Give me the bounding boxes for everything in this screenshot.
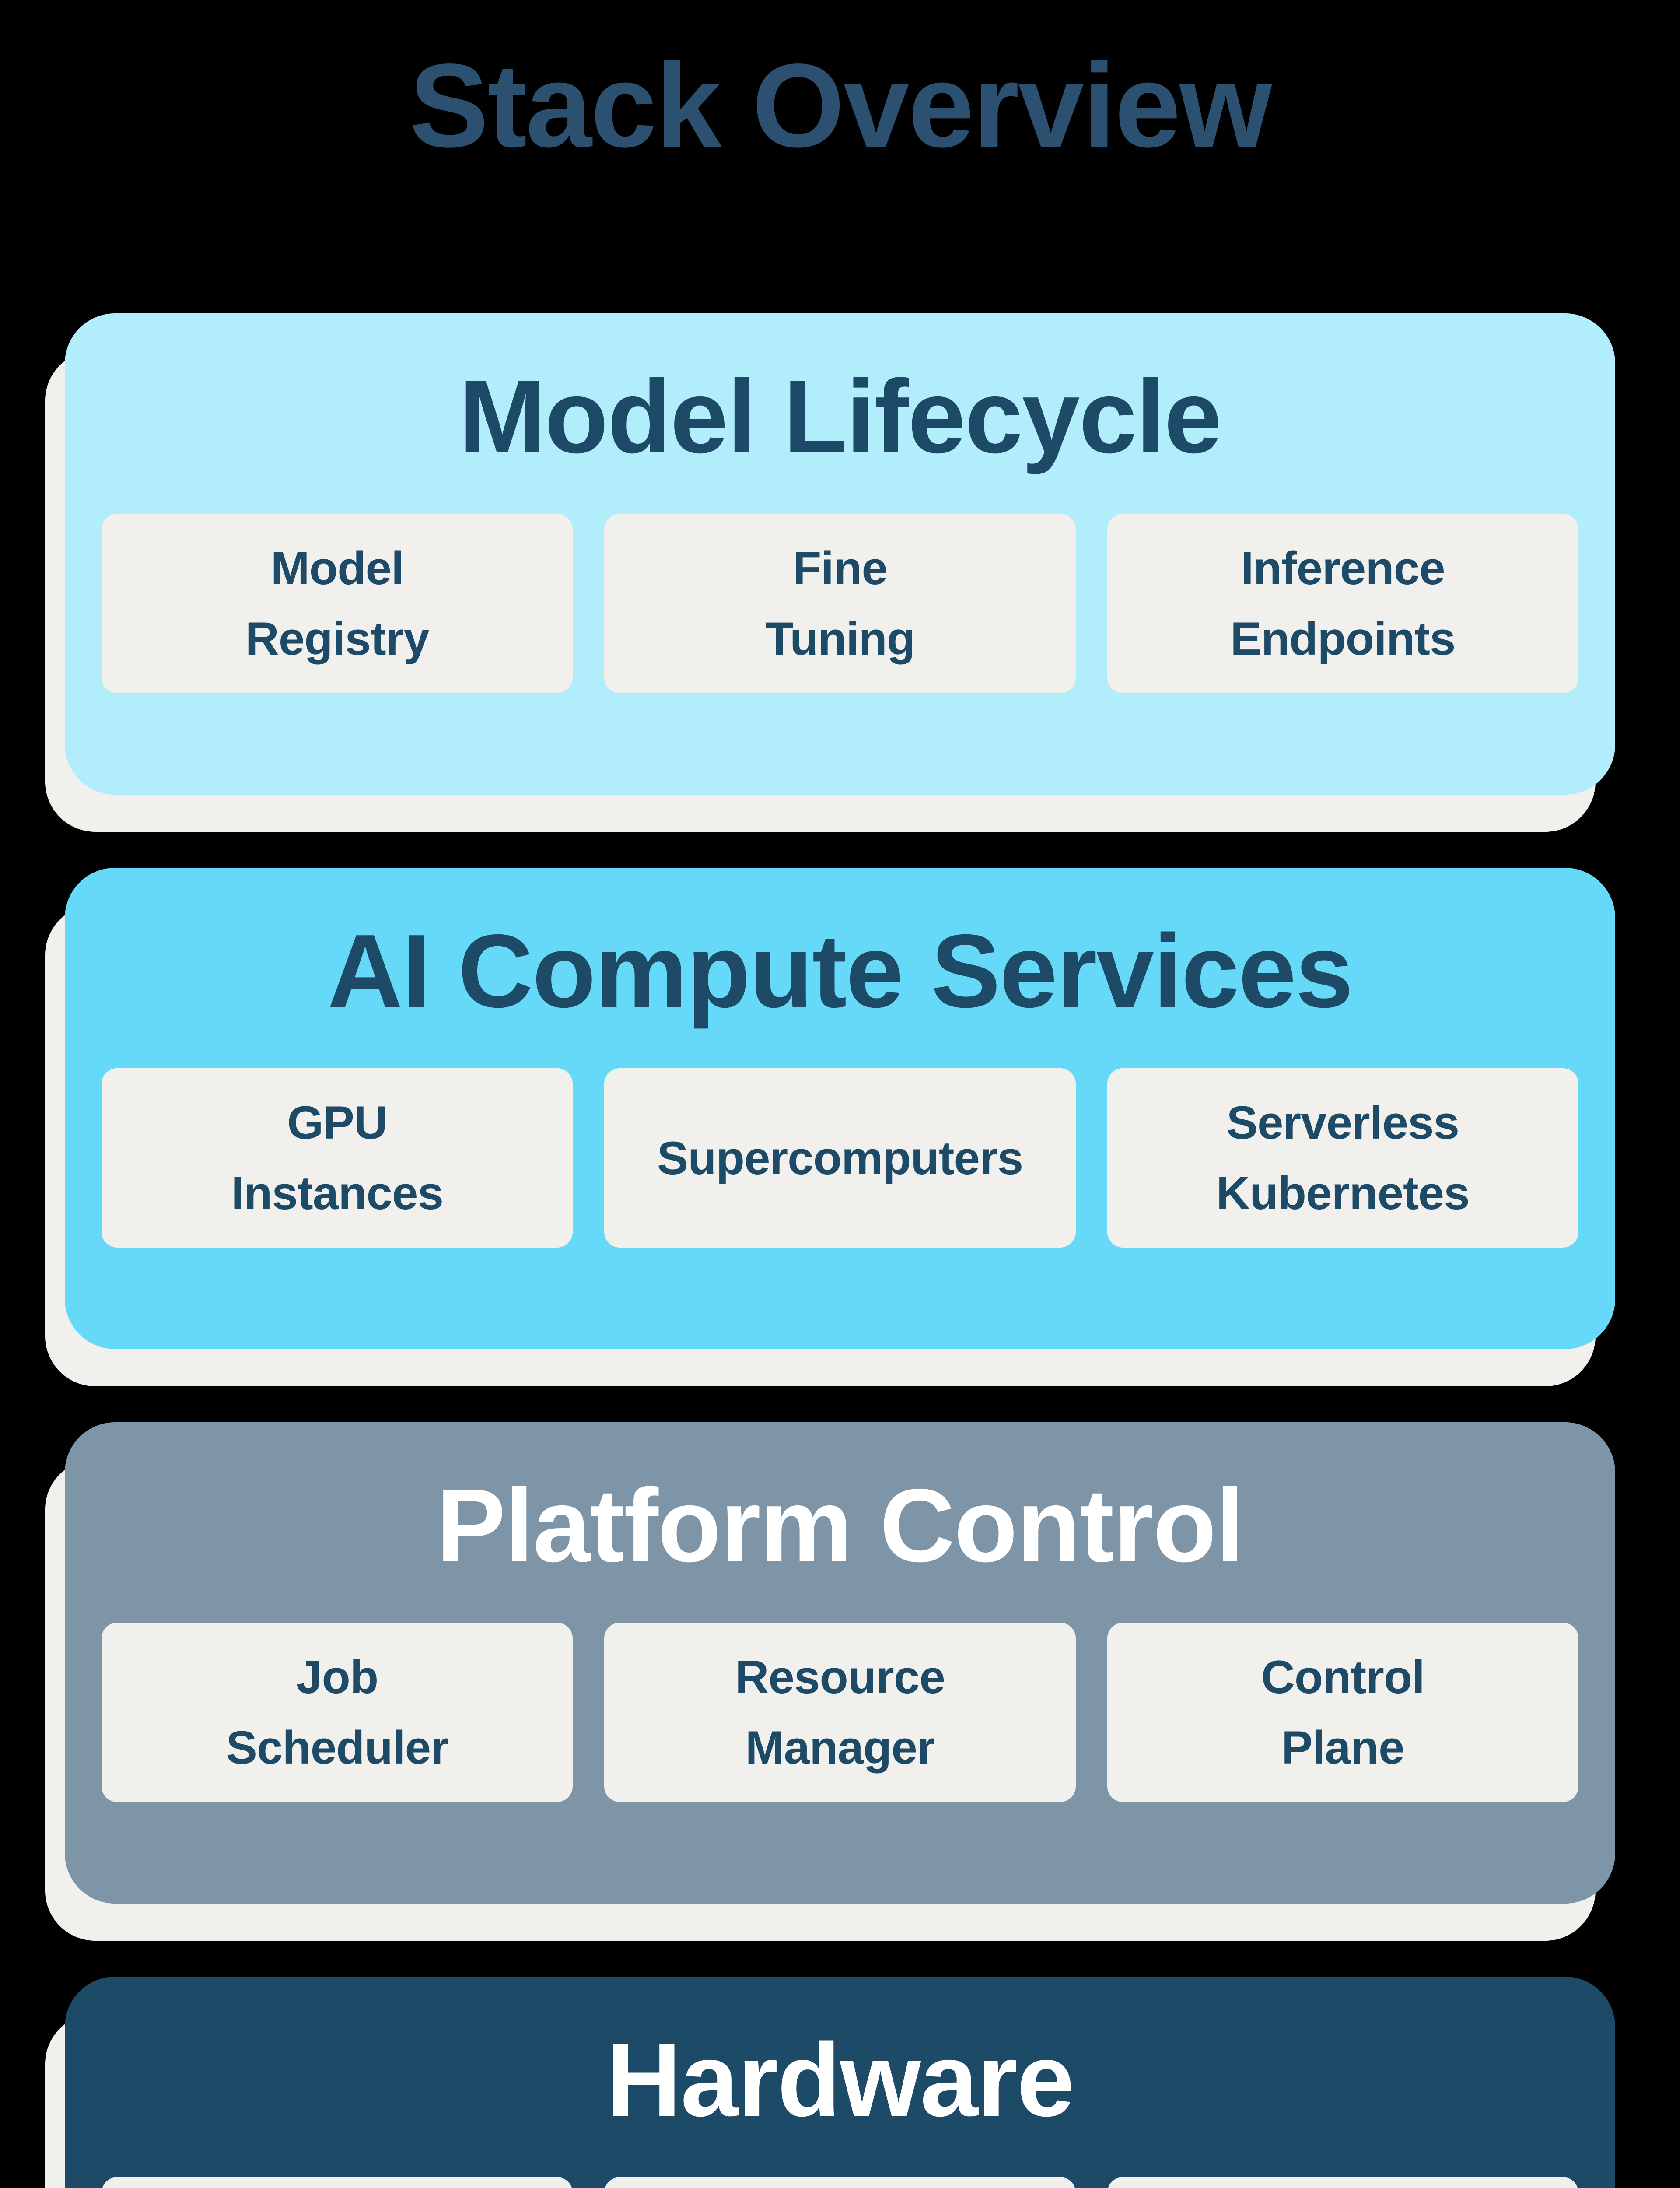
chip-resource-manager: Resource Manager (604, 1622, 1076, 1802)
chip-serverless-kubernetes: Serverless Kubernetes (1107, 1068, 1578, 1248)
layer-title-platform-control: Platform Control (436, 1467, 1245, 1584)
chip-supercomputers: Supercomputers (604, 1068, 1076, 1248)
chip-fast-storage: Fast Storage (604, 2177, 1076, 2188)
chip-fast-networking: Fast Networking (1107, 2177, 1578, 2188)
page-title: Stack Overview (409, 39, 1272, 172)
chips-row-hardware: Accelerated Compute Fast Storage Fast Ne… (102, 2177, 1578, 2188)
chips-row-platform-control: Job Scheduler Resource Manager Control P… (102, 1622, 1578, 1802)
layer-card-platform-control: Platform Control Job Scheduler Resource … (65, 1422, 1615, 1904)
layer-title-ai-compute-services: AI Compute Services (327, 913, 1354, 1029)
chip-gpu-instances: GPU Instances (102, 1068, 573, 1248)
layer-card-ai-compute-services: AI Compute Services GPU Instances Superc… (65, 867, 1615, 1349)
chip-model-registry: Model Registry (102, 513, 573, 693)
layer-title-model-lifecycle: Model Lifecycle (458, 358, 1222, 475)
stack-overview-diagram: Model Lifecycle Model Registry Fine Tuni… (65, 313, 1615, 2188)
chip-job-scheduler: Job Scheduler (102, 1622, 573, 1802)
chips-row-ai-compute-services: GPU Instances Supercomputers Serverless … (102, 1068, 1578, 1248)
layer-title-hardware: Hardware (606, 2022, 1075, 2138)
chip-inference-endpoints: Inference Endpoints (1107, 513, 1578, 693)
layer-card-model-lifecycle: Model Lifecycle Model Registry Fine Tuni… (65, 313, 1615, 795)
page-background: { "page": { "title": "Stack Overview", "… (0, 37, 1680, 2188)
layer-card-hardware: Hardware Accelerated Compute Fast Storag… (65, 1976, 1615, 2188)
chips-row-model-lifecycle: Model Registry Fine Tuning Inference End… (102, 513, 1578, 693)
chip-fine-tuning: Fine Tuning (604, 513, 1076, 693)
chip-accelerated-compute: Accelerated Compute (102, 2177, 573, 2188)
chip-control-plane: Control Plane (1107, 1622, 1578, 1802)
